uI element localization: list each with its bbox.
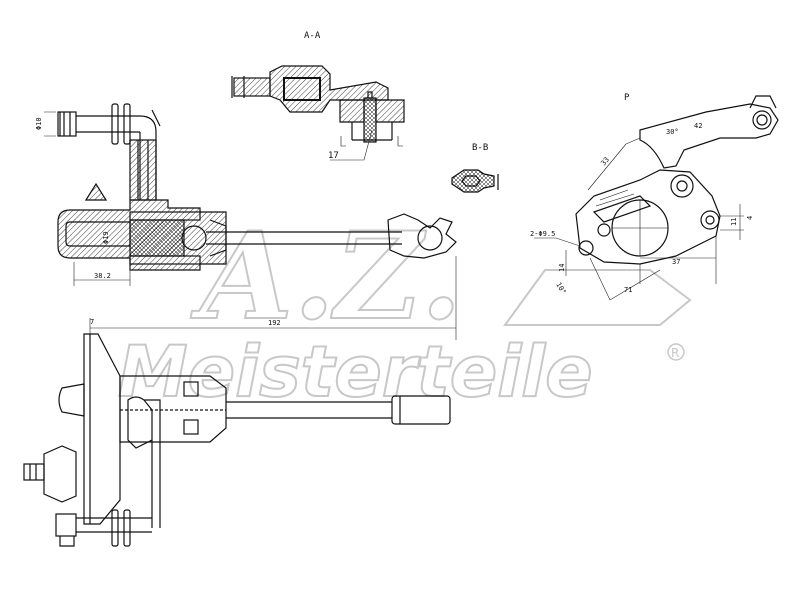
dim-7: 7 [90,318,94,326]
dim-14: 14 [558,264,566,272]
dim-42: 42 [694,122,702,130]
dim-37: 37 [672,258,680,266]
dim-11: 11 [730,218,738,226]
view-p-label: P [624,93,630,103]
aa-nozzle [233,77,271,97]
piston-ball [181,225,207,251]
watermark-initials: A.Z. [190,206,462,347]
side-view: Φ10 Φ19 38.2 192 7 [35,103,457,340]
aa-pin [363,97,377,143]
piston [129,219,185,257]
inlet-pipe-section [129,139,157,201]
section-bb-view: B-B [451,143,499,193]
body-block [119,375,227,443]
bb-section-shape [451,169,495,193]
watermark-brand: Meisterteile [118,331,593,413]
section-aa-label: A-A [304,31,321,41]
push-rod [206,231,402,245]
registered-mark-circle [667,343,685,361]
aa-fitting-left [339,99,365,123]
label-phi19: Φ19 [102,231,110,244]
label-phi10: Φ10 [35,117,43,130]
watermark: A.Z. Meisterteile R [117,205,692,414]
mount-hole-1 [578,240,594,256]
bottom-view [23,333,451,547]
dim-71: 71 [624,286,632,294]
watermark-logo [503,269,692,326]
section-aa-view: A-A 17 [231,31,405,161]
bracket-body [575,169,721,265]
reservoir-bulge [58,383,85,417]
dim-2phi9-5: 2-Φ9.5 [530,230,555,238]
callout-17: 17 [328,151,339,161]
rod-fork [387,213,457,259]
inlet-pipe [76,115,140,133]
outlet-ferrule [55,513,77,537]
angle-30: 30° [666,128,679,136]
dim-33: 33 [599,156,611,168]
bottom-push-rod [226,401,392,419]
outlet-pipe [76,517,152,533]
mount-hole-2 [597,223,611,237]
view-p: P 33 30° 42 37 71 10° 14 2-Φ9.5 11 4 [530,93,779,301]
flange-plate [83,333,121,525]
registered-mark: R [671,346,679,360]
rod-end [391,395,451,425]
section-bb-label: B-B [472,143,488,153]
dim-38-2: 38.2 [94,272,111,280]
bleed-screw [43,445,77,503]
mount-lug [84,182,108,201]
inlet-ferrule [57,111,77,137]
angle-10: 10° [554,281,567,296]
aa-fitting-right [375,99,405,123]
dim-192: 192 [268,319,281,327]
pedal-arm [639,103,779,169]
dim-4: 4 [746,216,754,220]
